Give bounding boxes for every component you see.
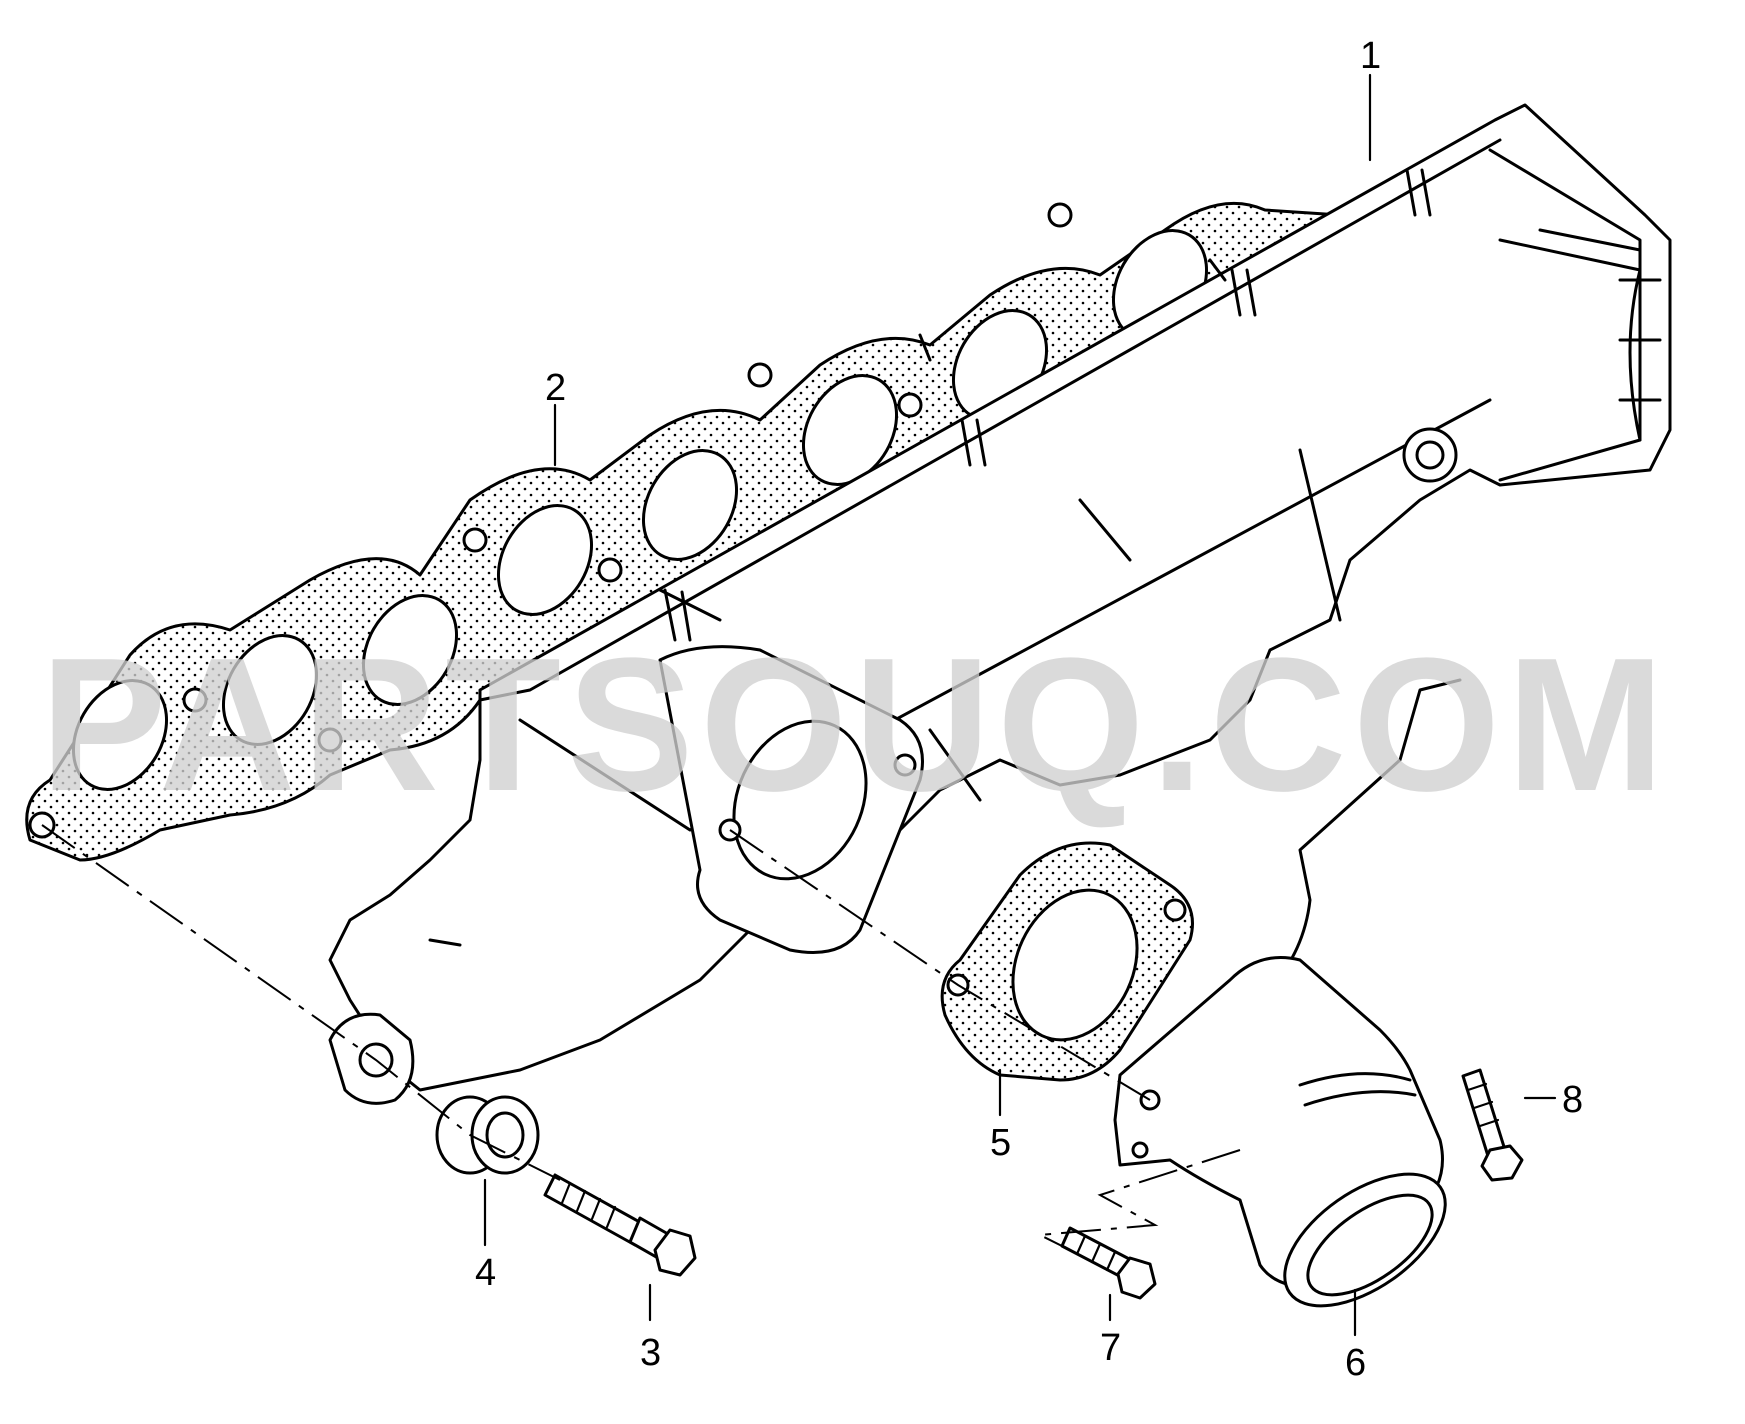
leader-lines [483,73,1557,1337]
callout-1: 1 [1360,35,1381,77]
watermark: PARTSOUQ.COM [40,619,1671,831]
callout-7: 7 [1100,1327,1121,1369]
callout-5: 5 [990,1122,1011,1164]
outlet-elbow-pipe[interactable] [1113,956,1468,1333]
callout-4: 4 [475,1252,496,1294]
exhaust-manifold[interactable] [328,103,1672,1105]
stud-bolt[interactable] [1461,1068,1524,1182]
bushing[interactable] [435,1095,540,1175]
short-bolt[interactable] [1060,1226,1157,1300]
alignment-lines [41,824,1241,1251]
callout-2: 2 [545,367,566,409]
callout-6: 6 [1345,1342,1366,1384]
long-bolt[interactable] [543,1173,697,1277]
outlet-gasket[interactable] [940,841,1194,1082]
callout-3: 3 [640,1332,661,1374]
callout-8: 8 [1562,1079,1583,1121]
